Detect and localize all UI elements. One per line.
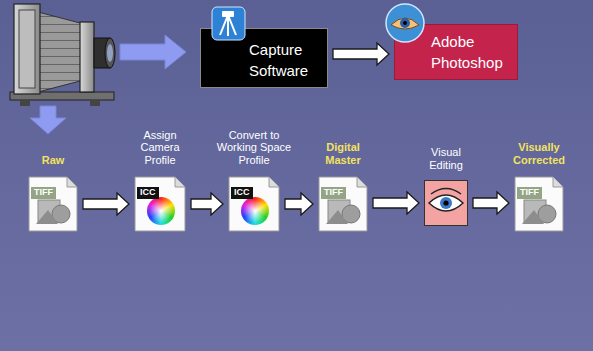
step-label-wrap: Convert to Working Space Profile [212,129,296,168]
flow-arrow [83,193,129,215]
flow-arrow [373,192,419,214]
photoshop-icon [385,3,425,43]
file-page [318,176,368,232]
file-icon: Assign Camera ProfileICC [134,176,186,232]
flow-arrow [285,193,313,215]
step-label-wrap: Visual Editing [419,146,473,173]
step-label: Assign Camera Profile [130,129,190,167]
step-label-wrap: Assign Camera Profile [130,129,190,168]
capture-icon [211,6,246,41]
step-label: Digital Master [316,141,370,166]
file-icon: Digital MasterTIFF [318,176,368,232]
file-type-label: ICC [231,187,253,199]
file-icon: RawTIFF [28,176,78,232]
step-label: Raw [42,154,65,167]
eye-symbol [425,181,467,225]
application-box: Adobe Photoshop [394,24,518,80]
step-label-wrap: Visually Corrected [504,141,574,168]
file-page [28,176,78,232]
application-box: Capture Software [200,28,328,88]
step-label: Visually Corrected [504,141,574,166]
flow-arrow [473,192,509,214]
file-type-label: TIFF [517,187,542,199]
step-label: Convert to Working Space Profile [212,129,296,167]
file-page [514,176,564,232]
flow-arrow [191,193,223,215]
file-type-label: TIFF [321,187,346,199]
box-label: Adobe Photoshop [431,31,509,73]
color-wheel [147,197,175,225]
file-type-label: TIFF [31,187,56,199]
color-wheel [241,197,269,225]
visual-editing-icon: Visual Editing [424,180,468,226]
flow-arrow [333,43,389,65]
box-label: Capture Software [249,39,319,81]
file-icon: Convert to Working Space ProfileICC [228,176,280,232]
step-label-wrap: Raw [28,150,78,168]
step-label-wrap: Digital Master [316,141,370,168]
step-label: Visual Editing [419,146,473,171]
file-type-label: ICC [137,187,159,199]
file-icon: Visually CorrectedTIFF [514,176,564,232]
